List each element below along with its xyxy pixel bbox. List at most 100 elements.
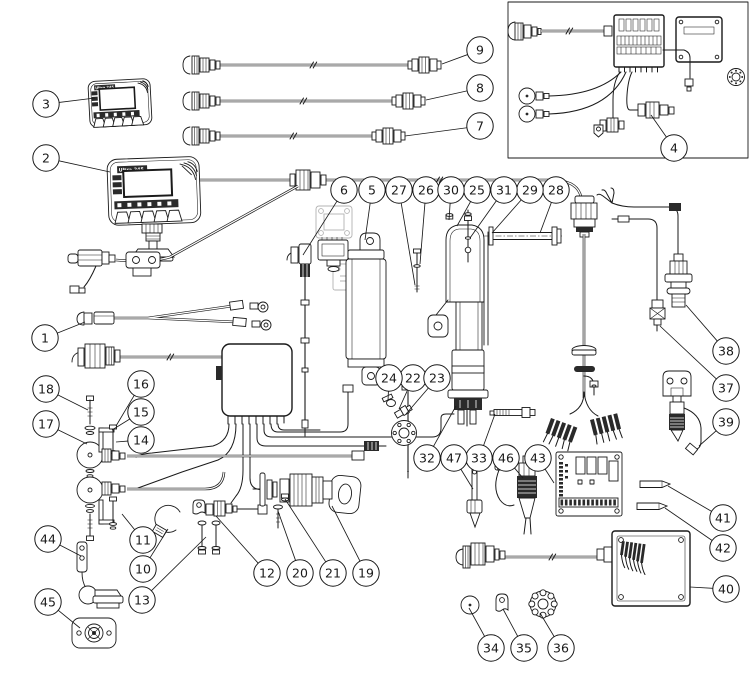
balloon-9: 9 (441, 36, 494, 65)
mount-bolt (273, 504, 283, 510)
balloon-35: 35 (502, 608, 538, 662)
balloon-4: 4 (650, 114, 688, 162)
balloon-number-4: 4 (670, 140, 678, 155)
balloon-circle-7 (466, 112, 494, 140)
balloon-number-26: 26 (418, 182, 434, 197)
actuator-bolt (413, 248, 421, 293)
balloon-circle-5 (358, 176, 386, 204)
balloon-circle-20 (286, 559, 314, 587)
balloon-circle-42 (709, 534, 737, 562)
balloon-number-19: 19 (358, 565, 374, 580)
balloon-number-7: 7 (476, 118, 484, 133)
balloon-circle-21 (319, 559, 347, 587)
inset-magnet-sensor-1 (518, 71, 622, 105)
balloon-circle-4 (660, 134, 688, 162)
console-small-screen (98, 86, 137, 111)
balloon-circle-9 (466, 36, 494, 64)
flow-sensor (664, 253, 693, 308)
magnet-hardware-column (76, 395, 104, 541)
magnet-disc-2 (76, 476, 104, 504)
balloon-circle-27 (385, 176, 413, 204)
balloon-number-24: 24 (381, 370, 397, 385)
wheel-speed-sensor (205, 500, 268, 517)
balloon-number-22: 22 (405, 370, 421, 385)
console-large-screen (122, 168, 174, 199)
bracket-sensor (662, 370, 702, 456)
balloon-number-8: 8 (476, 80, 484, 95)
linear-actuator (345, 232, 387, 386)
balloon-41: 41 (667, 485, 737, 532)
balloon-circle-13 (128, 586, 156, 614)
balloon-number-17: 17 (38, 416, 54, 431)
balloon-number-16: 16 (133, 376, 149, 391)
balloon-number-14: 14 (133, 432, 149, 447)
balloon-number-34: 34 (483, 640, 499, 655)
balloon-number-27: 27 (391, 182, 407, 197)
balloon-circle-19 (352, 559, 380, 587)
balloon-circle-38 (712, 337, 740, 365)
console-mount-arm (76, 541, 124, 609)
balloon-38: 38 (685, 304, 740, 365)
balloon-22: 22 (398, 364, 427, 410)
balloon-circle-32 (413, 444, 441, 472)
magnet-button (460, 595, 480, 615)
balloon-number-10: 10 (135, 561, 151, 576)
power-plug-assembly (67, 249, 161, 294)
balloon-32: 32 (413, 405, 457, 472)
balloon-number-45: 45 (40, 594, 56, 609)
balloon-1: 1 (31, 321, 86, 352)
balloon-circle-39 (712, 408, 740, 436)
balloon-24: 24 (375, 364, 403, 402)
balloon-number-41: 41 (715, 510, 731, 525)
inset-junction-box (613, 14, 665, 73)
balloon-13: 13 (128, 536, 207, 614)
balloon-17: 17 (32, 410, 88, 445)
balloon-number-46: 46 (498, 450, 514, 465)
balloon-circle-35 (510, 634, 538, 662)
balloon-number-13: 13 (134, 592, 150, 607)
balloon-circle-8 (466, 74, 494, 102)
balloon-number-11: 11 (135, 532, 151, 547)
balloon-number-28: 28 (548, 182, 564, 197)
balloon-circle-15 (127, 398, 155, 426)
extension-cable-9 (182, 55, 442, 75)
balloon-27: 27 (385, 176, 416, 286)
blade-terminal (466, 465, 483, 529)
junction-box (455, 530, 691, 607)
balloon-number-30: 30 (443, 182, 459, 197)
balloon-33: 33 (465, 413, 496, 472)
balloon-number-2: 2 (42, 150, 50, 165)
inset-speed-connector (626, 71, 675, 119)
balloon-circle-36 (547, 634, 575, 662)
balloon-number-23: 23 (429, 370, 445, 385)
balloon-11: 11 (121, 513, 157, 554)
balloon-number-18: 18 (38, 381, 54, 396)
balloon-44: 44 (34, 525, 82, 557)
balloon-12: 12 (215, 515, 281, 587)
balloon-circle-12 (253, 559, 281, 587)
balloon-number-5: 5 (368, 182, 376, 197)
battery-cable (76, 299, 272, 331)
harness-pin-comb-right (590, 413, 623, 445)
module-harness-wires (135, 384, 455, 504)
balloon-circle-31 (490, 176, 518, 204)
balloon-circle-14 (127, 426, 155, 454)
balloon-47: 47 (440, 444, 474, 490)
sensor-bracket-bottom (98, 496, 117, 530)
speed-sensor-2 (101, 470, 226, 496)
flow-sensor-branch (596, 187, 693, 308)
balloon-number-43: 43 (530, 450, 546, 465)
balloon-number-47: 47 (446, 450, 462, 465)
balloon-number-38: 38 (718, 343, 734, 358)
balloon-circle-2 (32, 144, 60, 172)
balloon-number-44: 44 (40, 531, 56, 546)
cotter-rod-2 (636, 502, 669, 510)
inset-panel (507, 1, 749, 159)
balloon-18: 18 (32, 375, 89, 411)
balloon-number-25: 25 (469, 182, 485, 197)
balloon-circle-45 (34, 588, 62, 616)
balloon-15: 15 (111, 398, 155, 431)
inset-bottom-connector (599, 71, 625, 133)
module-cable-connector (71, 343, 121, 369)
